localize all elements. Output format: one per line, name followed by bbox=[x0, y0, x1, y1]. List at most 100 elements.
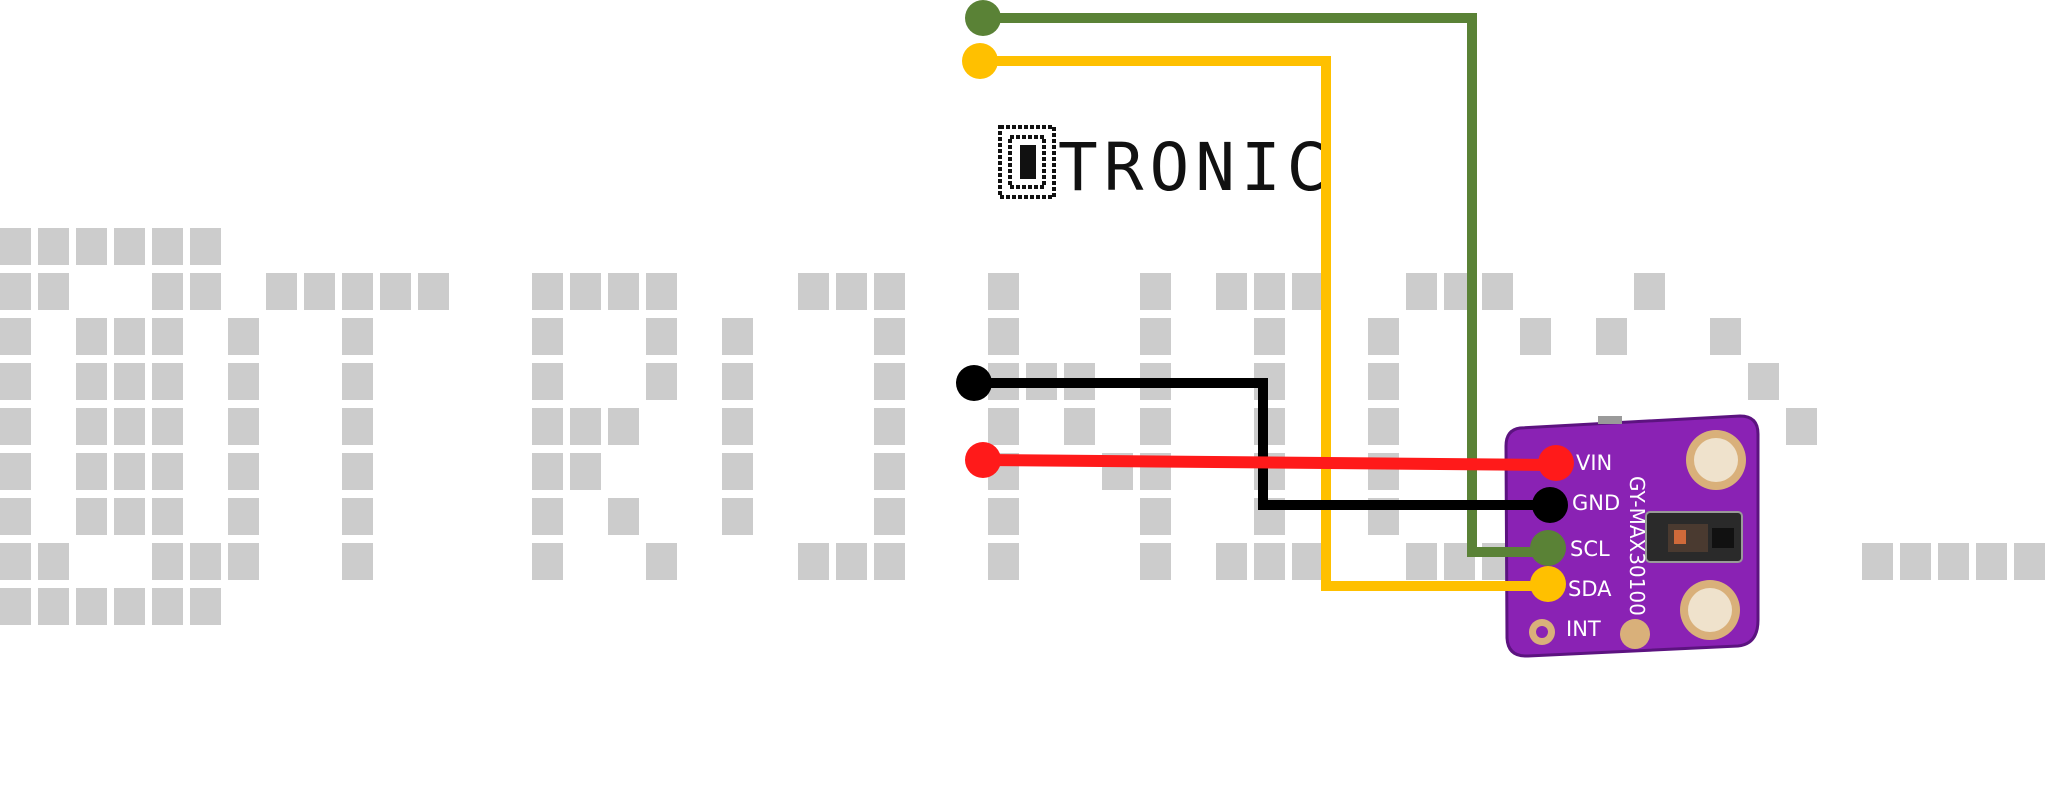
watermark-block bbox=[76, 498, 107, 535]
watermark-block bbox=[152, 453, 183, 490]
wires bbox=[974, 13, 1557, 591]
watermark-block bbox=[722, 408, 753, 445]
watermark-block bbox=[0, 588, 31, 625]
wire-vin bbox=[982, 454, 1557, 471]
mounting-hole-top bbox=[1686, 430, 1746, 490]
watermark-block bbox=[1862, 543, 1893, 580]
scl-wire-end bbox=[965, 0, 1001, 36]
watermark-block bbox=[152, 273, 183, 310]
watermark-block bbox=[608, 408, 639, 445]
watermark-block bbox=[0, 273, 31, 310]
module-model-label: GY-MAX30100 bbox=[1625, 476, 1649, 616]
watermark-block bbox=[152, 408, 183, 445]
watermark-block bbox=[988, 498, 1019, 535]
watermark-block bbox=[266, 273, 297, 310]
watermark-block bbox=[1140, 408, 1171, 445]
watermark-block bbox=[76, 228, 107, 265]
watermark-block bbox=[342, 453, 373, 490]
sda-wire-end bbox=[962, 43, 998, 79]
watermark-block bbox=[114, 228, 145, 265]
watermark-block bbox=[1064, 408, 1095, 445]
watermark-block bbox=[0, 498, 31, 535]
watermark-block bbox=[228, 543, 259, 580]
wire-gnd bbox=[974, 378, 1548, 510]
board-connector bbox=[1598, 416, 1622, 424]
watermark-block bbox=[646, 318, 677, 355]
watermark-block bbox=[1216, 543, 1247, 580]
watermark-block bbox=[228, 363, 259, 400]
watermark-block bbox=[1254, 318, 1285, 355]
watermark-block bbox=[76, 588, 107, 625]
watermark-block bbox=[380, 273, 411, 310]
watermark-block bbox=[38, 588, 69, 625]
watermark-block bbox=[1976, 543, 2007, 580]
pin-label-gnd: GND bbox=[1572, 491, 1620, 515]
watermark-block bbox=[114, 588, 145, 625]
max30100-module: GY-MAX30100 VIN GND SCL SDA INT bbox=[1504, 414, 1760, 658]
watermark-block bbox=[1140, 498, 1171, 535]
watermark-block bbox=[874, 273, 905, 310]
pin-label-sda: SDA bbox=[1568, 577, 1612, 601]
watermark-block bbox=[1634, 273, 1665, 310]
watermark-block bbox=[1254, 543, 1285, 580]
watermark-block bbox=[76, 363, 107, 400]
sda-pin-dot bbox=[1530, 566, 1566, 602]
watermark-block bbox=[874, 543, 905, 580]
watermark-block bbox=[798, 543, 829, 580]
watermark-block bbox=[532, 498, 563, 535]
watermark-block bbox=[1406, 273, 1437, 310]
watermark-block bbox=[76, 408, 107, 445]
watermark-block bbox=[532, 408, 563, 445]
watermark-block bbox=[1140, 273, 1171, 310]
watermark-block bbox=[1216, 273, 1247, 310]
watermark-block bbox=[646, 363, 677, 400]
watermark-block bbox=[1938, 543, 1969, 580]
watermark-block bbox=[1368, 363, 1399, 400]
watermark-block bbox=[1710, 318, 1741, 355]
watermark-block bbox=[190, 273, 221, 310]
watermark-block bbox=[1140, 318, 1171, 355]
watermark-block bbox=[152, 318, 183, 355]
watermark-block bbox=[836, 543, 867, 580]
watermark-block bbox=[874, 453, 905, 490]
tronic-logo: TRONIC bbox=[998, 125, 1332, 206]
watermark-block bbox=[2014, 543, 2045, 580]
watermark-block bbox=[114, 498, 145, 535]
watermark-block bbox=[988, 408, 1019, 445]
watermark-block bbox=[152, 363, 183, 400]
watermark-block bbox=[418, 273, 449, 310]
mounting-hole-bottom bbox=[1680, 580, 1740, 640]
pin-label-vin: VIN bbox=[1576, 451, 1612, 475]
watermark-block bbox=[532, 453, 563, 490]
watermark-block bbox=[114, 363, 145, 400]
watermark-block bbox=[1368, 318, 1399, 355]
watermark-block bbox=[1406, 543, 1437, 580]
watermark-block bbox=[836, 273, 867, 310]
watermark-block bbox=[114, 318, 145, 355]
gnd-wire-end bbox=[956, 365, 992, 401]
watermark-block bbox=[1520, 318, 1551, 355]
watermark-block bbox=[608, 498, 639, 535]
watermark-block bbox=[152, 588, 183, 625]
pin-label-scl: SCL bbox=[1570, 537, 1610, 561]
watermark-block bbox=[1254, 273, 1285, 310]
watermark-block bbox=[342, 273, 373, 310]
watermark-block bbox=[608, 273, 639, 310]
watermark-block bbox=[988, 543, 1019, 580]
logo-text: TRONIC bbox=[1058, 129, 1332, 206]
gnd-pin-dot bbox=[1532, 487, 1568, 523]
watermark-block bbox=[722, 318, 753, 355]
watermark-block bbox=[722, 363, 753, 400]
watermark-block bbox=[874, 363, 905, 400]
watermark-block bbox=[0, 363, 31, 400]
watermark-block bbox=[0, 318, 31, 355]
watermark-block bbox=[646, 273, 677, 310]
watermark-block bbox=[988, 273, 1019, 310]
watermark-block bbox=[874, 498, 905, 535]
watermark-block bbox=[532, 318, 563, 355]
watermark-block bbox=[38, 273, 69, 310]
watermark-block bbox=[570, 273, 601, 310]
watermark-block bbox=[570, 408, 601, 445]
watermark-block bbox=[342, 408, 373, 445]
